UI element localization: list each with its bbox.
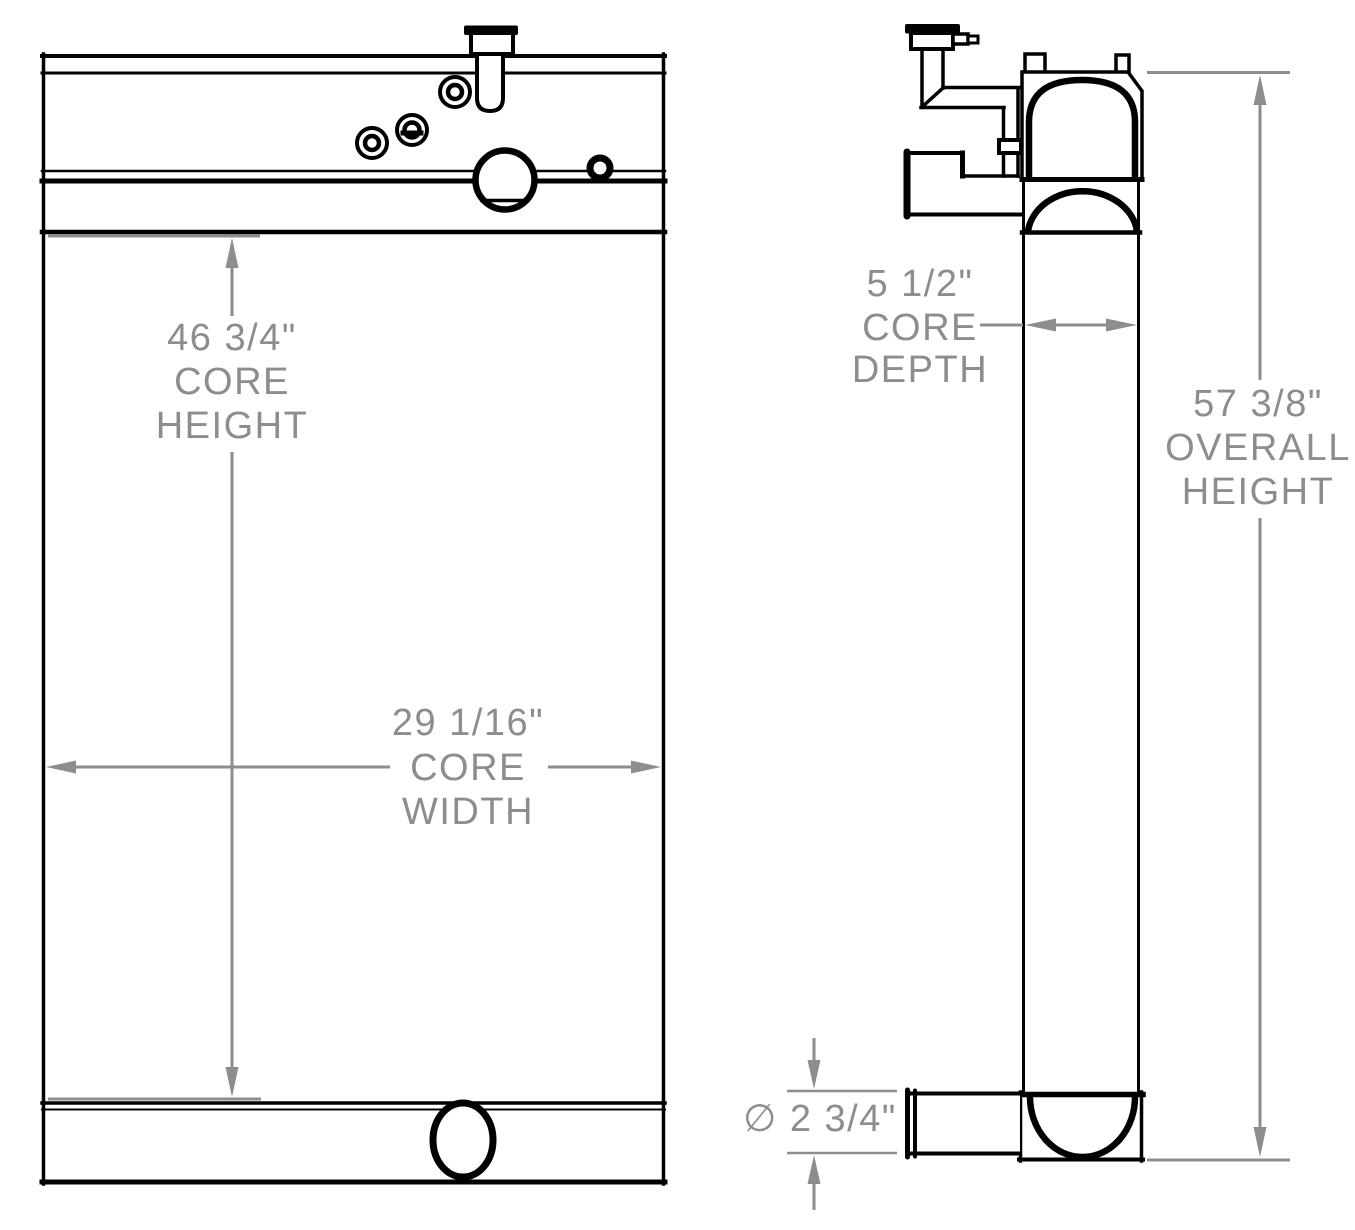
dim-core-height (48, 234, 261, 1101)
core-height-label-2: HEIGHT (156, 405, 309, 447)
core-depth-arrow-right (1106, 318, 1137, 332)
side-view (903, 24, 1146, 1163)
overflow-nipple-tip (966, 34, 980, 45)
grommet-3 (355, 126, 389, 160)
dim-overall-height (1147, 71, 1290, 1162)
overall-height-label-2: HEIGHT (1182, 471, 1335, 513)
core-height-value: 46 3/4" (167, 317, 297, 359)
core-width-arrow-right (631, 760, 661, 774)
overall-height-label-1: OVERALL (1165, 427, 1351, 469)
core-width-label-1: CORE (410, 747, 526, 789)
filler-neck-front (475, 46, 505, 114)
header-dome (1024, 187, 1141, 235)
dim-core-depth (980, 318, 1137, 332)
grommet-1 (438, 75, 472, 109)
outlet-pipe-side (905, 1087, 1022, 1160)
dim-outlet-diameter (787, 1038, 897, 1210)
overall-height-arrow-down (1253, 1127, 1267, 1157)
outlet-diameter-value: ∅ 2 3/4" (743, 1098, 897, 1140)
filler-assembly-side (903, 24, 1023, 220)
radiator-cap-top-front (464, 25, 518, 35)
drain-opening-front (429, 1099, 497, 1181)
core-width-label-2: WIDTH (402, 791, 534, 833)
core-width-value: 29 1/16" (392, 702, 544, 744)
grommet-2 (395, 113, 429, 147)
top-tank-dome (1025, 76, 1139, 182)
overflow-nipple (951, 32, 970, 46)
core-width-arrow-left (46, 760, 76, 774)
core-depth-value: 5 1/2" (866, 263, 973, 305)
core-height-arrow-up (225, 238, 239, 268)
dim-core-width (46, 760, 661, 774)
outlet-dia-arrow-up (807, 1155, 821, 1184)
pipe-clamp (997, 138, 1023, 155)
overall-height-value: 57 3/8" (1193, 383, 1323, 425)
inlet-opening-front (472, 147, 538, 213)
core-depth-arrow-left (1025, 318, 1056, 332)
dimension-labels: 46 3/4" CORE HEIGHT 29 1/16" CORE WIDTH … (156, 263, 1351, 1140)
core-depth-label-2: DEPTH (852, 349, 988, 391)
outlet-dia-arrow-down (807, 1060, 821, 1089)
core-height-label-1: CORE (174, 361, 290, 403)
small-port-front (586, 154, 614, 182)
core-height-arrow-down (225, 1067, 239, 1097)
front-view (39, 25, 668, 1186)
radiator-cap-body-side (909, 31, 955, 51)
radiator-cap-body-front (469, 31, 515, 56)
dimension-annotations (46, 71, 1290, 1210)
core-depth-label-1: CORE (862, 307, 978, 349)
lower-bracket-side (903, 148, 1022, 220)
radiator-cap-top-side (905, 24, 960, 34)
overall-height-arrow-up (1253, 75, 1267, 105)
bottom-tank-dome (1026, 1093, 1139, 1161)
